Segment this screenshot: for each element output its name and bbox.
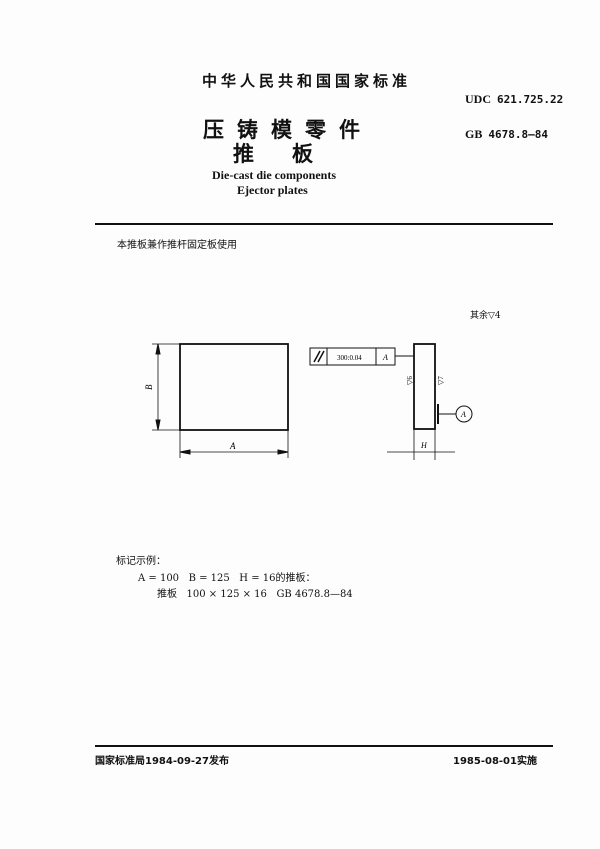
udc-code: UDC 621.725.22 (465, 92, 563, 107)
top-divider (95, 223, 553, 225)
title-en-line1: Die-cast die components (212, 168, 336, 182)
gb-code: GB 4678.8—84 (465, 127, 548, 142)
marking-example-line1: A = 100 B = 125 H = 16的推板： (138, 573, 316, 584)
marking-example-line2: 推板 100 × 125 × 16 GB 4678.8—84 (157, 589, 353, 600)
usage-note: 本推板兼作推杆固定板使用 (117, 240, 237, 251)
title-cn-line2: 推板 (233, 141, 351, 166)
gb-label: GB (465, 127, 483, 141)
udc-number: 621.725.22 (497, 93, 564, 106)
title-en-line2: Ejector plates (237, 183, 308, 197)
dim-h-label: H (420, 441, 428, 450)
side-view (309, 343, 473, 460)
tolerance-datum: A (382, 353, 388, 362)
issue-date: 国家标准局1984-09-27发布 (95, 756, 229, 767)
front-view (152, 343, 289, 458)
roughness-right: ▽7 (437, 376, 445, 385)
dim-a-label: A (229, 441, 236, 451)
surface-roughness-rest: 其余▽4 (470, 311, 501, 321)
bottom-divider (95, 745, 553, 747)
tolerance-value: 300:0.04 (337, 354, 362, 362)
gb-number: 4678.8—84 (488, 128, 548, 141)
datum-label: A (460, 410, 466, 419)
effective-date: 1985-08-01实施 (453, 756, 537, 767)
dim-b-label: B (144, 384, 154, 390)
udc-label: UDC (465, 92, 491, 106)
issuing-organization: 中华人民共和国国家标准 (202, 72, 412, 90)
roughness-left: ▽6 (406, 376, 414, 385)
marking-example-title: 标记示例： (116, 556, 166, 567)
title-cn-line1: 压铸模零件 (203, 117, 373, 142)
